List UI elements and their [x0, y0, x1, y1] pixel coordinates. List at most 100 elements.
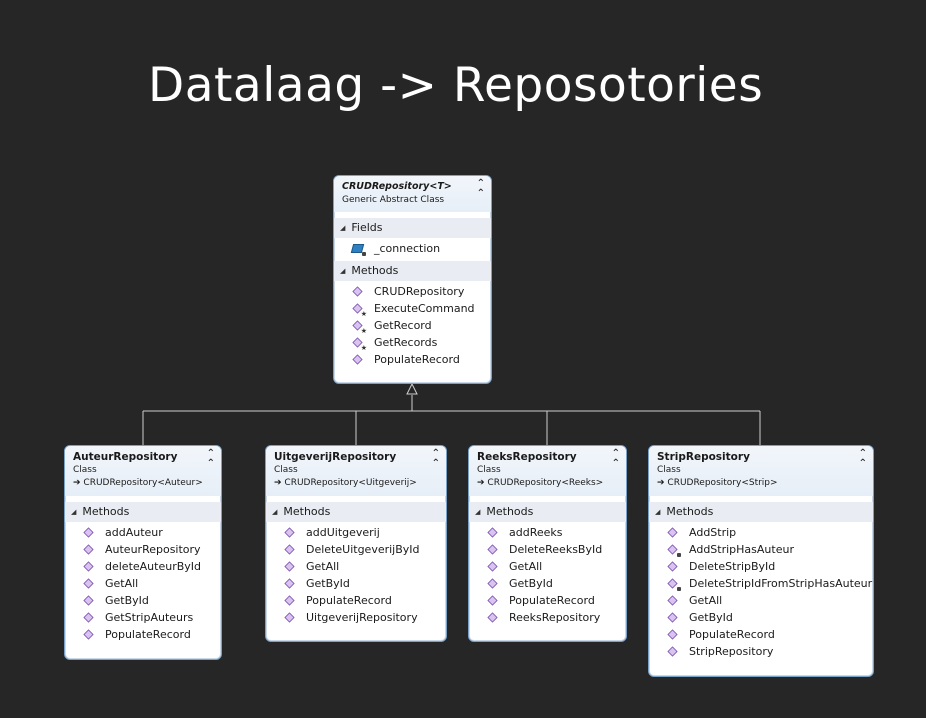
- method-label: ReeksRepository: [509, 611, 601, 624]
- method-label: addUitgeverij: [306, 526, 380, 539]
- method-item[interactable]: DeleteStripById: [649, 558, 873, 575]
- double-chevron-up-icon[interactable]: ⌃⌃: [476, 178, 485, 199]
- methods-section-header[interactable]: ◢Methods: [469, 502, 626, 522]
- double-chevron-up-icon[interactable]: ⌃⌃: [858, 448, 867, 469]
- method-item[interactable]: ReeksRepository: [469, 609, 626, 626]
- method-cube-icon: [487, 612, 498, 623]
- method-cube-icon: [284, 544, 295, 555]
- fields-section-header[interactable]: ◢Fields: [334, 218, 491, 238]
- method-cube-icon: [83, 561, 94, 572]
- method-item[interactable]: GetAll: [65, 575, 221, 592]
- section-label: Methods: [283, 505, 331, 518]
- method-item[interactable]: PopulateRecord: [65, 626, 221, 643]
- double-chevron-up-icon[interactable]: ⌃⌃: [611, 448, 620, 469]
- methods-section-header[interactable]: ◢Methods: [266, 502, 446, 522]
- inherits-arrow-icon: ➔: [73, 478, 84, 488]
- method-item[interactable]: CRUDRepository: [334, 283, 491, 300]
- method-item[interactable]: GetStripAuteurs: [65, 609, 221, 626]
- protected-method-icon: ★: [352, 337, 367, 352]
- method-cube-icon: [83, 527, 94, 538]
- double-chevron-up-icon[interactable]: ⌃⌃: [206, 448, 215, 469]
- method-cube-icon: [83, 612, 94, 623]
- class-kind: Class: [477, 465, 501, 475]
- method-item[interactable]: deleteAuteurById: [65, 558, 221, 575]
- method-item[interactable]: addUitgeverij: [266, 524, 446, 541]
- method-cube-icon: [487, 578, 498, 589]
- base-class-label: CRUDRepository<Reeks>: [487, 478, 604, 488]
- method-item[interactable]: AddStripHasAuteur: [649, 541, 873, 558]
- method-item[interactable]: PopulateRecord: [334, 351, 491, 368]
- methods-section-header[interactable]: ◢Methods: [334, 261, 491, 281]
- base-class-ref: ➔ CRUDRepository<Strip>: [657, 476, 865, 490]
- method-item[interactable]: AddStrip: [649, 524, 873, 541]
- method-cube-icon: [667, 595, 678, 606]
- inherits-arrow-icon: ➔: [274, 478, 285, 488]
- method-label: PopulateRecord: [374, 353, 460, 366]
- methods-section-header[interactable]: ◢ Methods: [65, 502, 221, 522]
- method-cube-icon: [83, 578, 94, 589]
- method-cube-icon: [487, 595, 498, 606]
- method-label: GetById: [105, 594, 149, 607]
- class-name: StripRepository: [657, 451, 750, 463]
- method-item[interactable]: PopulateRecord: [266, 592, 446, 609]
- method-item[interactable]: ★ExecuteCommand: [334, 300, 491, 318]
- method-cube-icon: [83, 595, 94, 606]
- method-cube-icon: [667, 527, 678, 538]
- method-item[interactable]: GetById: [65, 592, 221, 609]
- method-item[interactable]: DeleteUitgeverijById: [266, 541, 446, 558]
- method-label: DeleteStripIdFromStripHasAuteur: [689, 577, 873, 590]
- section-label: Methods: [82, 505, 130, 518]
- methods-section-header[interactable]: ◢Methods: [649, 502, 873, 522]
- method-label: GetRecords: [374, 336, 438, 349]
- method-cube-icon: [667, 629, 678, 640]
- method-label: GetRecord: [374, 319, 432, 332]
- method-item[interactable]: addReeks: [469, 524, 626, 541]
- base-class-ref: ➔ CRUDRepository<Uitgeverij>: [274, 476, 438, 490]
- method-label: AddStrip: [689, 526, 737, 539]
- method-item[interactable]: GetById: [649, 609, 873, 626]
- method-item[interactable]: GetAll: [469, 558, 626, 575]
- method-label: PopulateRecord: [105, 628, 191, 641]
- base-class-ref: ➔ CRUDRepository<Reeks>: [477, 476, 618, 490]
- method-item[interactable]: addAuteur: [65, 524, 221, 541]
- method-item[interactable]: GetAll: [266, 558, 446, 575]
- method-item[interactable]: GetById: [469, 575, 626, 592]
- private-method-icon: [667, 544, 681, 557]
- method-item[interactable]: UitgeverijRepository: [266, 609, 446, 626]
- method-item[interactable]: StripRepository: [649, 643, 873, 660]
- class-header: CRUDRepository<T> Generic Abstract Class…: [334, 176, 491, 212]
- method-label: PopulateRecord: [689, 628, 775, 641]
- method-item[interactable]: DeleteStripIdFromStripHasAuteur: [649, 575, 873, 592]
- method-cube-icon: [284, 612, 295, 623]
- method-item[interactable]: AuteurRepository: [65, 541, 221, 558]
- method-item[interactable]: PopulateRecord: [649, 626, 873, 643]
- double-chevron-up-icon[interactable]: ⌃⌃: [431, 448, 440, 469]
- method-cube-icon: [352, 286, 363, 297]
- method-item[interactable]: ★ GetRecords: [334, 334, 491, 352]
- method-cube-icon: [352, 354, 363, 365]
- triangle-down-icon: ◢: [71, 508, 77, 516]
- class-kind: Class: [73, 465, 97, 475]
- field-item[interactable]: _connection: [334, 240, 491, 257]
- class-crudrepository[interactable]: CRUDRepository<T> Generic Abstract Class…: [333, 175, 492, 384]
- method-cube-icon: [284, 595, 295, 606]
- method-item[interactable]: PopulateRecord: [469, 592, 626, 609]
- method-item[interactable]: ★GetRecord: [334, 317, 491, 335]
- class-name: ReeksRepository: [477, 451, 577, 463]
- method-item[interactable]: GetAll: [649, 592, 873, 609]
- method-label: GetStripAuteurs: [105, 611, 194, 624]
- section-label: Methods: [351, 264, 399, 277]
- method-label: CRUDRepository: [374, 285, 465, 298]
- protected-method-icon: ★: [352, 303, 367, 318]
- method-label: GetAll: [105, 577, 139, 590]
- class-name: CRUDRepository<T>: [342, 181, 452, 192]
- method-item[interactable]: GetById: [266, 575, 446, 592]
- method-label: GetById: [509, 577, 553, 590]
- method-item[interactable]: DeleteReeksById: [469, 541, 626, 558]
